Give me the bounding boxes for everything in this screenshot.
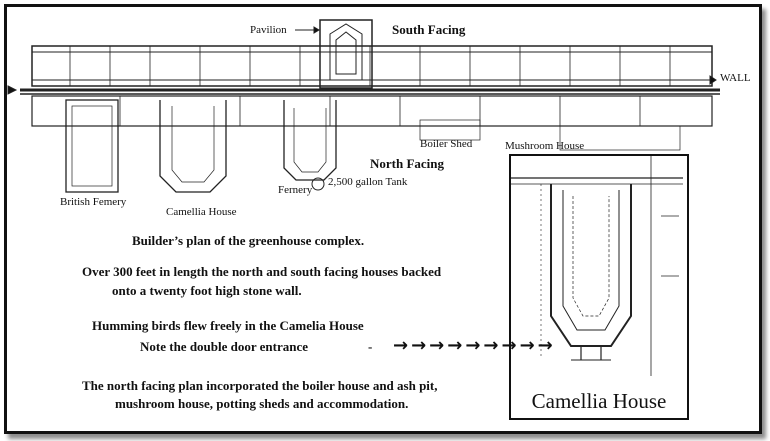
camellia-house-inset: Camellia House (509, 154, 689, 420)
caption-line-3: Humming birds flew freely in the Camelia… (92, 318, 364, 333)
label-south-facing: South Facing (392, 22, 466, 37)
label-mushroom-house: Mushroom House (505, 140, 585, 152)
caption-dash: - (368, 339, 373, 354)
caption-line-1: Builder’s plan of the greenhouse complex… (132, 233, 365, 248)
camellia-house-detail-drawing (511, 156, 683, 376)
label-tank: 2,500 gallon Tank (328, 176, 408, 188)
label-north-facing: North Facing (370, 156, 445, 171)
label-boiler-shed: Boiler Shed (420, 138, 473, 150)
label-camellia-house: Camellia House (166, 206, 237, 218)
caption-line-2b: onto a twenty foot high stone wall. (112, 283, 302, 298)
label-fernery: Fernery (278, 184, 313, 196)
label-wall: WALL (720, 72, 751, 84)
caption-line-4: Note the double door entrance (140, 339, 309, 354)
caption-line-5b: mushroom house, potting sheds and accomm… (115, 396, 409, 411)
label-british-fernery: British Femery (60, 196, 127, 208)
caption-line-2a: Over 300 feet in length the north and so… (82, 264, 442, 279)
caption-line-5a: The north facing plan incorporated the b… (82, 378, 438, 393)
arrows-to-entrance: →→→→→→→→→ (393, 335, 556, 356)
inset-title: Camellia House (531, 389, 667, 413)
label-pavilion: Pavilion (250, 24, 287, 36)
